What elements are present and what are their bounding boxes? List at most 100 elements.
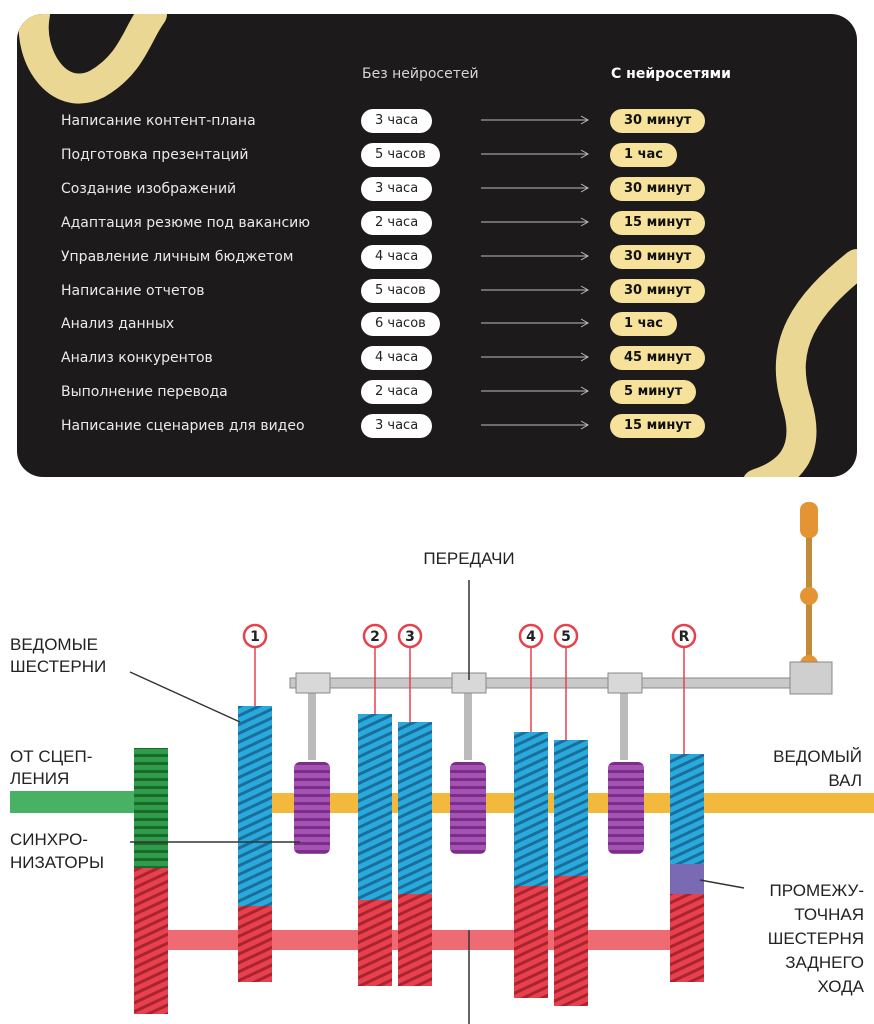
gear-lever-knob (800, 502, 818, 538)
gear-badge (518, 623, 544, 649)
time-without-badge: 5 часов (361, 278, 440, 303)
lever-joint (800, 587, 818, 605)
decorative-wave-icon (18, 14, 857, 477)
arrow-right-icon (481, 217, 590, 227)
arrow-right-icon (481, 251, 590, 261)
arrow-right-icon (481, 420, 590, 430)
task-label: Написание контент-плана (61, 113, 256, 129)
rail-collar (295, 672, 331, 694)
gear-badge (397, 623, 423, 649)
gear-number-2: 2 (370, 629, 380, 645)
time-with-badge: 30 минут (610, 109, 706, 133)
comparison-row: Подготовка презентаций 5 часов 1 час (17, 142, 857, 171)
column-header-without: Без нейросетей (362, 66, 479, 82)
label-driven-gears-1: ВЕДОМЫЕ (10, 635, 98, 654)
comparison-row: Управление личным бюджетом 4 часа 30 минут (17, 244, 857, 273)
label-idler-4: ЗАДНЕГО (785, 953, 864, 972)
gear-number-4: 4 (526, 629, 536, 645)
input-shaft (10, 791, 135, 813)
rail-collar (607, 672, 643, 694)
time-with-badge: 5 минут (610, 380, 697, 405)
time-without-badge: 4 часа (361, 244, 433, 269)
time-with-badge: 30 минут (610, 176, 706, 201)
arrow-right-icon (481, 183, 590, 193)
countershaft-drive-gear (134, 868, 168, 1014)
synchronizer-1-2 (294, 762, 330, 854)
countershaft-gear-2 (358, 900, 392, 986)
input-gear (134, 748, 168, 868)
time-with-badge: 1 час (610, 312, 677, 337)
arrow-right-icon (481, 318, 590, 328)
gear-reverse (670, 754, 704, 864)
arrow-right-icon (481, 285, 590, 294)
time-with-badge: 30 минут (610, 244, 706, 269)
gear-number-5: 5 (561, 629, 571, 645)
arrow-right-icon (481, 386, 590, 396)
arrow-right-icon (481, 149, 590, 159)
task-label: Выполнение перевода (61, 384, 228, 401)
countershaft-gear-reverse (670, 894, 704, 982)
time-with-badge: 15 минут (610, 414, 706, 439)
shift-fork-2 (464, 680, 472, 760)
gear-badge (671, 623, 697, 649)
task-label: Написание отчетов (61, 282, 205, 299)
task-label: Анализ конкурентов (61, 350, 213, 367)
task-label: Анализ данных (61, 316, 175, 333)
time-with-badge: 1 час (610, 142, 677, 167)
countershaft-gear-5 (554, 876, 588, 1006)
time-without-badge: 3 часа (361, 109, 433, 133)
comparison-row: Адаптация резюме под вакансию 2 часа 15 ми… (17, 210, 857, 239)
task-label: Подготовка презентаций (61, 146, 249, 163)
label-gears: ПЕРЕДАЧИ (423, 549, 514, 568)
task-label: Адаптация резюме под вакансию (61, 214, 311, 231)
label-driven-gears-2: ШЕСТЕРНИ (10, 657, 106, 676)
task-label: Написание сценариев для видео (61, 418, 305, 435)
time-with-badge: 30 минут (610, 278, 706, 303)
shift-fork-3 (620, 680, 628, 760)
gear-badge (553, 623, 579, 649)
countershaft-gear-1 (238, 906, 272, 982)
comparison-card: Без нейросетей С нейросетями Написание к… (17, 14, 857, 477)
comparison-row: Выполнение перевода 2 часа 5 минут (17, 380, 857, 408)
time-without-badge: 2 часа (361, 210, 433, 235)
column-header-with: С нейросетями (611, 66, 731, 82)
task-label: Управление личным бюджетом (61, 248, 294, 265)
comparison-row: Анализ данных 6 часов 1 час (17, 312, 857, 340)
gear-2 (358, 714, 392, 900)
label-synchro-1: СИНХРО- (10, 830, 88, 849)
label-idler-2: ТОЧНАЯ (794, 905, 864, 924)
gear-badge (362, 623, 388, 649)
time-without-badge: 5 часов (361, 142, 440, 167)
gear-badge (242, 623, 268, 649)
comparison-row: Написание отчетов 5 часов 30 минут (17, 278, 857, 307)
time-with-badge: 45 минут (610, 346, 706, 371)
reverse-idler-gear (670, 864, 704, 894)
synchronizer-3-4 (450, 762, 486, 854)
label-clutch-1: ОТ СЦЕП- (10, 747, 92, 766)
time-without-badge: 3 часа (361, 176, 433, 201)
gear-3 (398, 722, 432, 894)
time-with-badge: 15 минут (610, 210, 706, 235)
synchronizer-5-r (608, 762, 644, 854)
gear-4 (514, 732, 548, 886)
gear-number-1: 1 (250, 629, 260, 645)
label-driven-shaft-1: ВЕДОМЫЙ (773, 747, 862, 766)
time-without-badge: 2 часа (361, 380, 433, 405)
shift-fork-1 (308, 680, 316, 760)
label-driven-shaft-2: ВАЛ (828, 771, 862, 790)
label-idler-5: ХОДА (818, 977, 865, 996)
label-clutch-2: ЛЕНИЯ (10, 769, 69, 788)
countershaft-gear-3 (398, 894, 432, 986)
shift-rail (289, 677, 791, 689)
gear-1 (238, 706, 272, 906)
arrow-right-icon (481, 352, 590, 362)
gearbox-diagram: 1 2 3 4 5 R ПЕРЕДАЧИ ВЕДОМЫЕ ШЕСТЕРНИ ОТ… (10, 502, 874, 1024)
gear-5 (554, 740, 588, 876)
lever-housing (789, 661, 833, 695)
comparison-row: Написание контент-плана 3 часа 30 минут (17, 109, 857, 137)
gear-number-reverse: R (679, 629, 690, 645)
time-without-badge: 6 часов (361, 312, 440, 337)
